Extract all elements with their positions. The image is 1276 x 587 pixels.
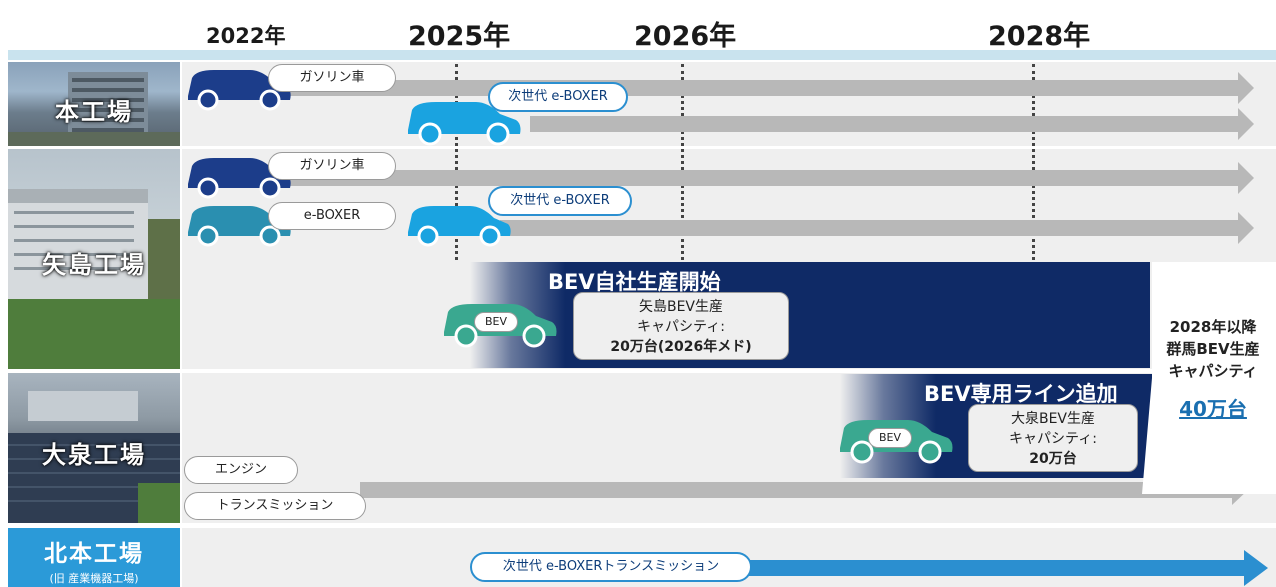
milestone-line-2028 xyxy=(1032,64,1035,260)
factory-label-kitamoto: 北本工場 xyxy=(44,541,144,567)
capacity-yajima-line2: キャパシティ: xyxy=(637,319,725,335)
final-line3: キャパシティ xyxy=(1168,362,1258,380)
car-honkojo-eboxer-icon xyxy=(408,102,521,146)
factory-label-oizumi: 大泉工場 xyxy=(42,441,146,469)
milestone-line-2026 xyxy=(681,64,684,260)
capacity-oizumi-line1: 大泉BEV生産 xyxy=(1010,411,1096,427)
car-yajima-next-eboxer-icon xyxy=(408,206,511,247)
capacity-yajima-line1: 矢島BEV生産 xyxy=(638,299,724,315)
final-line1: 2028年以降 xyxy=(1169,318,1257,336)
capacity-oizumi-line3: 20万台 xyxy=(1029,451,1077,467)
car-yajima-eboxer-icon xyxy=(188,206,291,247)
label-yajima-eboxer: e-BOXER xyxy=(268,202,396,230)
final-capacity-box: 2028年以降 群馬BEV生産 キャパシティ 40万台 xyxy=(1150,316,1276,420)
factory-label-yajima: 矢島工場 xyxy=(42,251,146,279)
label-yajima-next-eboxer: 次世代 e-BOXER xyxy=(488,186,632,216)
label-honkojo-gasoline: ガソリン車 xyxy=(268,64,396,92)
timeline-header-bar xyxy=(8,50,1276,60)
capacity-oizumi-line2: キャパシティ: xyxy=(1009,431,1097,447)
bev-badge-oizumi: BEV xyxy=(868,428,912,448)
bev-badge-yajima: BEV xyxy=(474,312,518,332)
label-yajima-gasoline: ガソリン車 xyxy=(268,152,396,180)
photo-oizumi: 大泉工場 xyxy=(8,373,180,523)
final-capacity-shape xyxy=(1142,262,1276,494)
year-2028: 2028年 xyxy=(988,21,1091,52)
factory-label-honkojo: 本工場 xyxy=(55,98,133,126)
bev-title-yajima: BEV自社生産開始 xyxy=(548,270,721,294)
photo-kitamoto: 北本工場 (旧 産業機器工場) xyxy=(8,528,180,587)
capacity-yajima-line3: 20万台(2026年メド) xyxy=(610,339,752,355)
final-capacity-value: 40万台 xyxy=(1179,397,1247,421)
year-2025: 2025年 xyxy=(408,21,511,52)
factory-sublabel-kitamoto: (旧 産業機器工場) xyxy=(49,572,139,585)
final-line2: 群馬BEV生産 xyxy=(1166,340,1260,358)
car-honkojo-gasoline-icon xyxy=(188,70,291,111)
capacity-box-oizumi: 大泉BEV生産 キャパシティ: 20万台 xyxy=(968,404,1138,472)
photo-honkojo: 本工場 xyxy=(8,62,180,146)
year-2026: 2026年 xyxy=(634,21,737,52)
capacity-box-yajima: 矢島BEV生産 キャパシティ: 20万台(2026年メド) xyxy=(573,292,789,360)
label-kitamoto-next-eboxer-transmission: 次世代 e-BOXERトランスミッション xyxy=(470,552,752,582)
year-2022: 2022年 xyxy=(206,24,286,48)
label-oizumi-engine: エンジン xyxy=(184,456,298,484)
label-oizumi-transmission: トランスミッション xyxy=(184,492,366,520)
car-yajima-gasoline-icon xyxy=(188,158,291,199)
photo-yajima: 矢島工場 xyxy=(8,149,180,369)
bev-title-oizumi: BEV専用ライン追加 xyxy=(924,382,1118,406)
label-honkojo-next-eboxer: 次世代 e-BOXER xyxy=(488,82,628,112)
